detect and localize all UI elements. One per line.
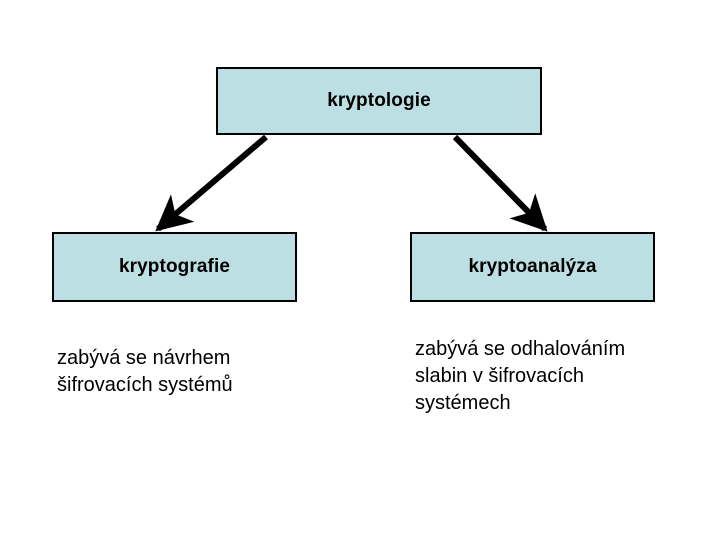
node-kryptologie-label: kryptologie <box>327 89 431 111</box>
edge-kryptologie-to-kryptografie <box>155 134 268 232</box>
node-kryptologie[interactable]: kryptologie <box>216 67 542 135</box>
node-kryptografie[interactable]: kryptografie <box>52 232 297 302</box>
node-kryptoanalyza[interactable]: kryptoanalýza <box>410 232 655 302</box>
node-kryptografie-label: kryptografie <box>118 255 230 277</box>
caption-kryptoanalyza: zabývá se odhalováním slabin v šifrovací… <box>415 338 626 414</box>
node-kryptoanalyza-label: kryptoanalýza <box>468 255 597 277</box>
caption-kryptografie: zabývá se návrhem šifrovacích systémů <box>57 347 233 396</box>
edge-kryptologie-to-kryptoanalyza <box>452 134 548 232</box>
